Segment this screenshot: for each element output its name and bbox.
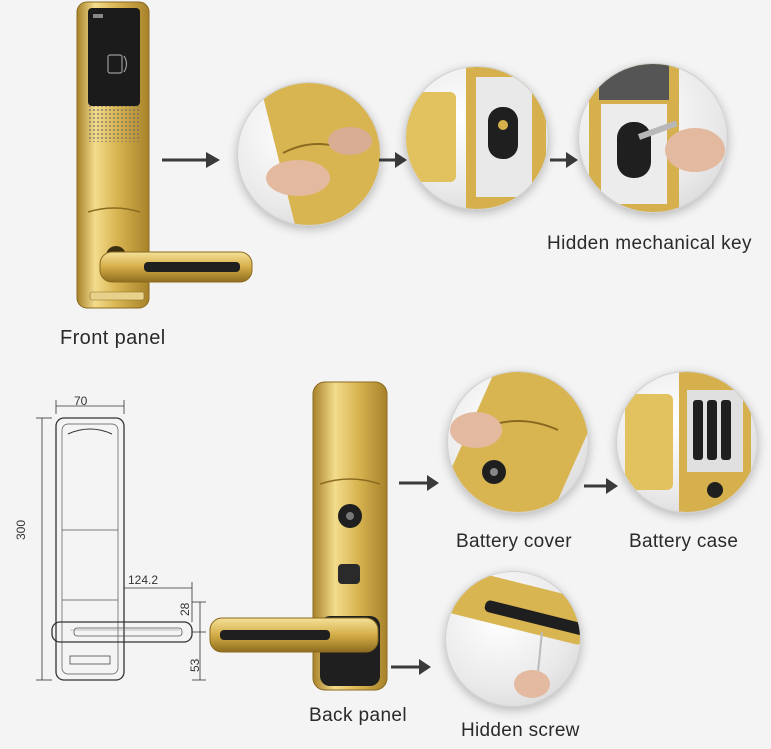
- front-panel-label: Front panel: [60, 327, 166, 349]
- dim-handle-length-label: 124.2: [128, 573, 159, 587]
- front-panel-image: [60, 0, 260, 320]
- hidden-screw-label: Hidden screw: [461, 720, 580, 741]
- step-cover-removed-image: [405, 66, 549, 210]
- back-panel-label: Back panel: [309, 705, 408, 726]
- arrow-right-icon: [391, 657, 433, 677]
- dimension-drawing: [10, 390, 220, 690]
- back-panel-image: [200, 380, 400, 700]
- dim-height-label: 300: [14, 519, 28, 540]
- step-battery-cover-image: [447, 371, 589, 513]
- hidden-mechanical-key-label: Hidden mechanical key: [547, 233, 752, 254]
- step-insert-key-image: [578, 63, 728, 213]
- step-hidden-screw-image: [445, 571, 581, 707]
- dim-handle-depth-label: 28: [178, 602, 192, 616]
- step-battery-case-image: [616, 371, 758, 513]
- step-open-front-cover-image: [237, 82, 381, 226]
- battery-case-label: Battery case: [629, 531, 739, 552]
- arrow-right-icon: [162, 150, 222, 170]
- arrow-right-icon: [550, 150, 580, 170]
- dim-width-label: 70: [74, 394, 88, 408]
- arrow-right-icon: [379, 150, 409, 170]
- battery-cover-label: Battery cover: [456, 531, 572, 552]
- arrow-right-icon: [399, 473, 441, 493]
- arrow-right-icon: [584, 476, 620, 496]
